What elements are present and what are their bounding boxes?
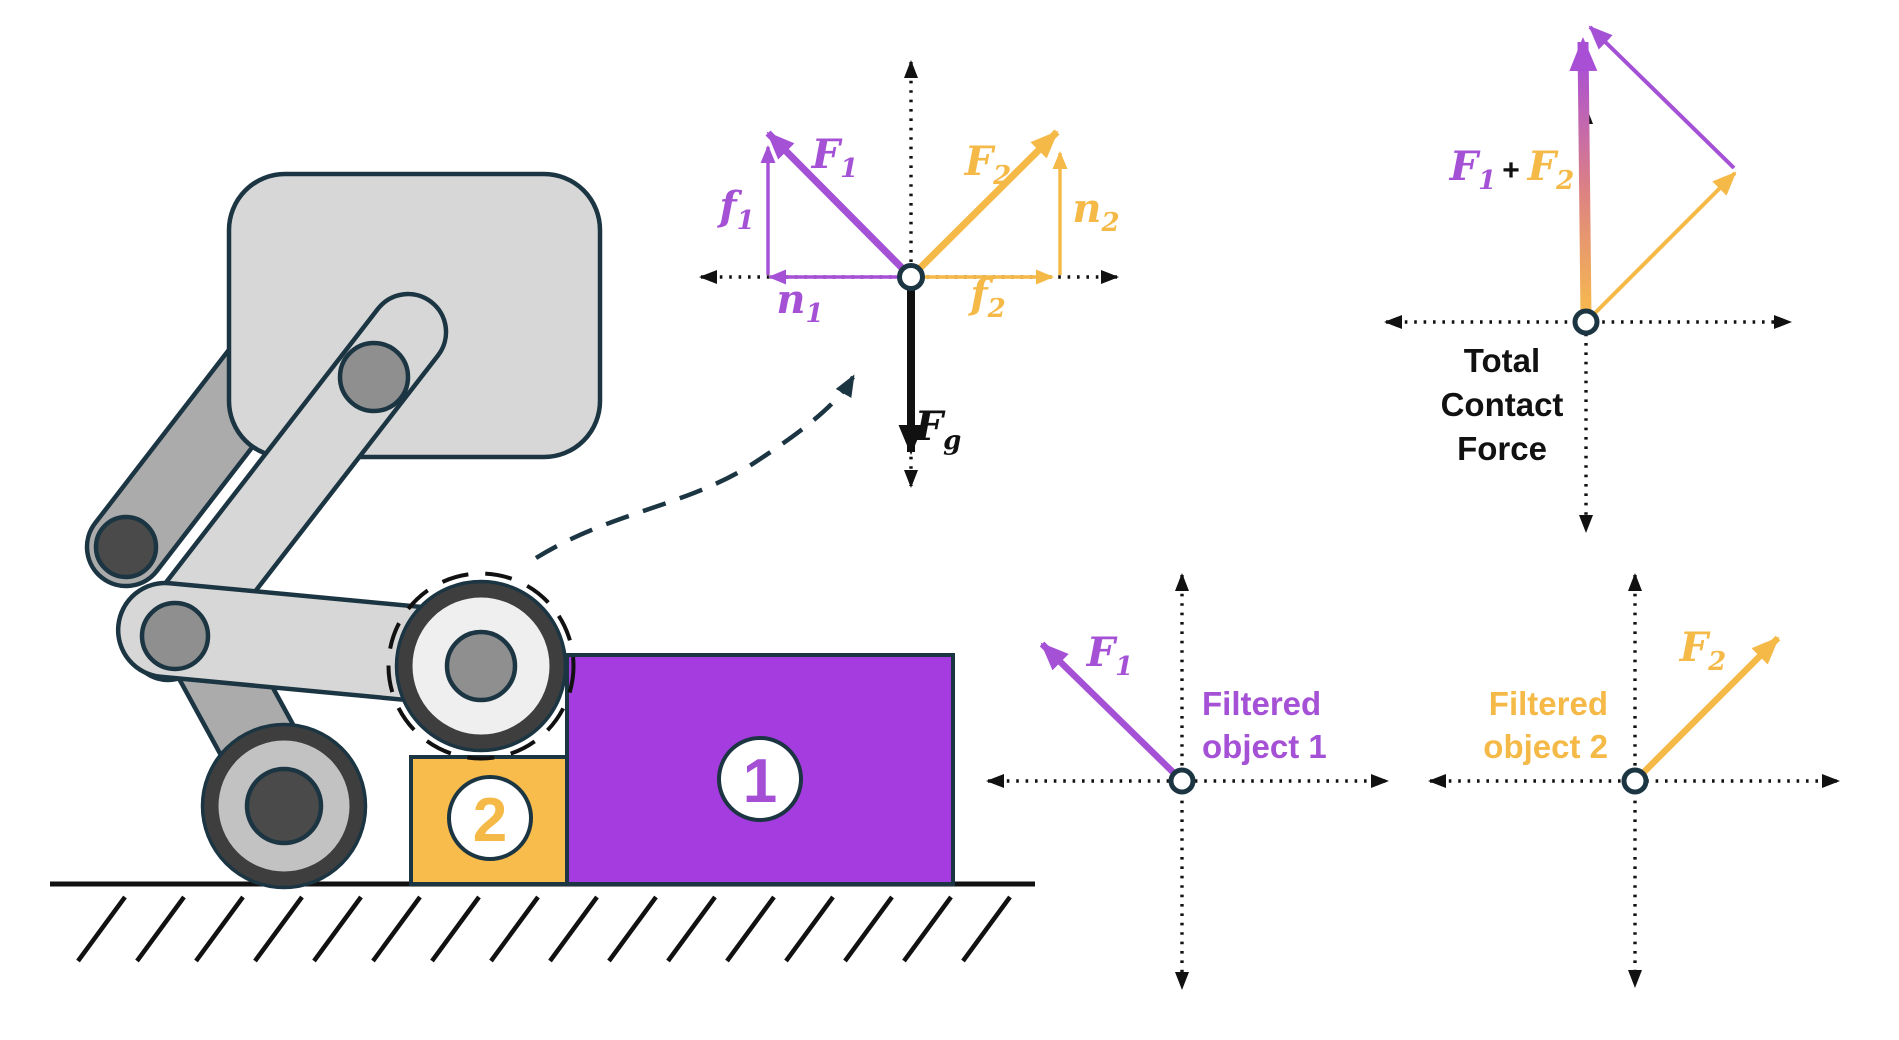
resultant-gradient-arrow: [1569, 37, 1598, 319]
contact-fbd: F1 f1 n1 F2 n2 f2 Fg: [699, 60, 1120, 488]
label-Fg: Fg: [914, 403, 962, 456]
ground: [50, 881, 1035, 963]
filtered2-label-F2: F2: [1679, 624, 1727, 677]
label-f1: f1: [716, 183, 754, 236]
robot-wrist-joint: [139, 600, 211, 672]
contact-callout-arrow: [534, 374, 855, 560]
object2-number-badge: [447, 775, 533, 861]
filtered1-caption-line1: Filtered: [1202, 685, 1321, 722]
filtered1-caption-line2: object 1: [1202, 728, 1327, 765]
total-caption-line3: Force: [1457, 430, 1547, 467]
total-origin: [1572, 308, 1600, 336]
contact-point-origin: [897, 263, 925, 291]
contact-zone-dashed-circle: [386, 571, 576, 761]
object1-block: 1: [565, 653, 955, 886]
label-F2: F2: [964, 138, 1012, 191]
filtered1-label-F1: F1: [1086, 629, 1134, 682]
front-wheel: [386, 571, 576, 761]
total-caption-line2: Contact: [1441, 386, 1564, 423]
total-caption-line1: Total: [1464, 342, 1540, 379]
filtered-object2-diagram: F2 Filtered object 2: [1428, 573, 1840, 988]
label-F1: F1: [811, 131, 859, 184]
object2-number: 2: [473, 786, 507, 855]
front-wheel-rim: [394, 579, 568, 753]
object2-block: 2: [409, 755, 569, 886]
rear-wheel: [200, 722, 368, 890]
label-F1-plus-F2: F1+F2: [1449, 143, 1575, 196]
label-n2: n2: [1072, 185, 1119, 238]
filtered1-origin: [1168, 767, 1196, 795]
component-F1-arrow: [1588, 25, 1736, 170]
rear-wheel-hub: [244, 766, 324, 846]
F1-arrow: [765, 130, 914, 280]
filtered2-F2-arrow: [1632, 635, 1781, 784]
total-contact-force-diagram: F1+F2 Total Contact Force: [1384, 25, 1792, 533]
rear-wheel-rim: [200, 722, 368, 890]
filtered2-caption-line2: object 2: [1483, 728, 1608, 765]
F2-arrow: [908, 129, 1060, 280]
component-F2-arrow: [1589, 171, 1737, 319]
robot-elbow-dark-joint: [93, 514, 159, 580]
object1-number-badge: [717, 736, 803, 822]
label-f2: f2: [967, 271, 1005, 324]
filtered2-origin: [1621, 767, 1649, 795]
object1-number: 1: [743, 747, 777, 816]
ground-hatching: [76, 895, 1012, 963]
filtered2-caption-line1: Filtered: [1489, 685, 1608, 722]
label-n1: n1: [776, 276, 823, 329]
filtered1-F1-arrow: [1039, 641, 1185, 784]
robot-shoulder-joint: [337, 340, 411, 414]
robot-arm: [84, 171, 603, 890]
front-wheel-hub: [444, 629, 518, 703]
filtered-object1-diagram: F1 Filtered object 1: [986, 573, 1389, 990]
